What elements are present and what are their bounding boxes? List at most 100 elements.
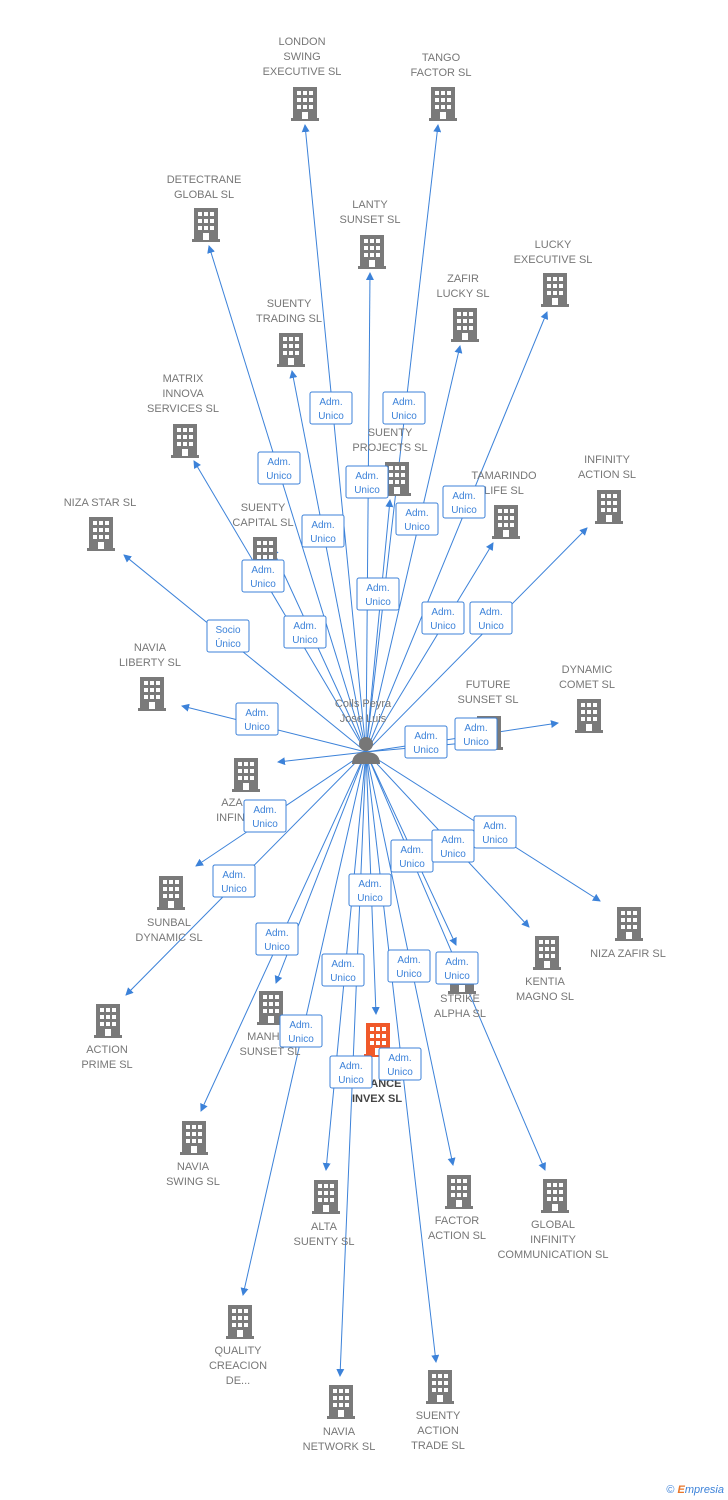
company-name-line: ACTION [86, 1044, 128, 1056]
relation-label-finance_invex[interactable]: Adm.Unico [348, 873, 392, 907]
company-node-quality[interactable]: QUALITYCREACIONDE... [209, 1305, 267, 1387]
relation-label-suenty_capital[interactable]: Adm.Unico [241, 559, 285, 593]
relation-label-text: Unico [357, 893, 383, 904]
relation-label-zafir[interactable]: Adm. Unico [395, 502, 439, 536]
relation-label-global_infinity[interactable]: Adm.Unico [390, 839, 434, 873]
center-person[interactable]: Colls Peyra Jose Luis [335, 698, 392, 764]
relation-label-alta_suenty[interactable]: Adm. Unico [321, 953, 365, 987]
company-name-line: QUALITY [214, 1345, 262, 1357]
company-name-line: EXECUTIVE SL [263, 66, 342, 78]
relation-label-text: Adm. [414, 731, 437, 742]
edge-infinity_action [365, 527, 588, 753]
relation-label-text: Unico [365, 597, 391, 608]
company-name-line: SUENTY [368, 427, 413, 439]
relation-label-text: Único [215, 637, 241, 650]
footer-brand: © Empresia [666, 1484, 724, 1496]
relation-labels-layer: Adm.UnicoAdm.UnicoAdm.UnicoAdm.UnicoAdm.… [206, 391, 517, 1089]
company-name-line: NIZA ZAFIR SL [590, 948, 666, 960]
relation-label-navia_network[interactable]: Adm.Unico [329, 1055, 373, 1089]
relation-label-box [212, 864, 256, 898]
relation-label-lucky[interactable]: Adm.Unico [442, 485, 486, 519]
relation-label-box [395, 502, 439, 536]
company-node-niza_star[interactable]: NIZA STAR SL [64, 497, 137, 551]
relation-label-dynamic_comet[interactable]: Adm.Unico [404, 725, 448, 759]
relation-label-factor_action[interactable]: Adm.Unico [387, 949, 431, 983]
company-node-aza[interactable]: AZA INFINI [216, 758, 260, 824]
relation-label-text: Unico [330, 973, 356, 984]
relation-label-london[interactable]: Adm.Unico [309, 391, 353, 425]
relation-label-box [442, 485, 486, 519]
company-name-line: ACTION SL [578, 469, 636, 481]
company-node-niza_zafir[interactable]: NIZA ZAFIR SL [590, 907, 666, 960]
relation-label-text: Adm. [331, 959, 354, 970]
building-icon [533, 936, 561, 970]
relation-label-matrix[interactable]: Adm.Unico [283, 615, 327, 649]
relation-label-text: Adm. [392, 397, 415, 408]
company-name-line: SUENTY SL [294, 1236, 355, 1248]
relation-label-aza[interactable]: Adm.Unico [243, 799, 287, 833]
company-name-line: INFINI [216, 812, 248, 824]
relation-label-tamarindo[interactable]: Adm.Unico [421, 601, 465, 635]
relation-label-box [301, 514, 345, 548]
company-name-line: AZA [221, 797, 243, 809]
relation-label-action_prime[interactable]: Adm.Unico [212, 864, 256, 898]
relation-label-niza_zafir[interactable]: Adm.Unico [473, 815, 517, 849]
relation-label-text: Adm. [400, 845, 423, 856]
relation-label-text: Unico [288, 1034, 314, 1045]
relation-label-suenty_action[interactable]: Adm.Unico [378, 1047, 422, 1081]
company-name-line: ACTION [417, 1425, 459, 1437]
relation-label-strike[interactable]: Adm.Unico [435, 951, 479, 985]
relation-label-detectrane[interactable]: Adm.Unico [257, 451, 301, 485]
relation-label-suenty_projects[interactable]: Adm.Unico [345, 465, 389, 499]
relation-label-text: Unico [404, 522, 430, 533]
relation-label-future_sunset[interactable]: Adm.Unico [454, 717, 498, 751]
relation-label-suenty_trading[interactable]: Adm.Unico [301, 514, 345, 548]
relation-label-text: Unico [451, 505, 477, 516]
company-name-line: GLOBAL [531, 1219, 575, 1231]
relation-label-infinity_action[interactable]: Adm.Unico [469, 601, 513, 635]
relation-label-quality[interactable]: Adm.Unico [279, 1014, 323, 1048]
relation-label-navia_liberty[interactable]: Adm.Unico [235, 702, 279, 736]
relation-label-text: Unico [250, 579, 276, 590]
relation-label-text: Adm. [483, 821, 506, 832]
relation-label-navia_swing[interactable]: Adm.Unico [255, 922, 299, 956]
company-name-line: SWING SL [166, 1176, 220, 1188]
relation-label-text: Adm. [405, 508, 428, 519]
relation-label-tango[interactable]: Adm.Unico [382, 391, 426, 425]
building-icon [192, 208, 220, 242]
relation-label-kentia[interactable]: Adm.Unico [431, 829, 475, 863]
relation-label-text: Unico [221, 884, 247, 895]
relation-label-lanty[interactable]: Adm.Unico [356, 577, 400, 611]
brand-name[interactable]: Empresia [677, 1484, 724, 1496]
relation-label-box [421, 601, 465, 635]
company-name-line: SUENTY [241, 502, 286, 514]
edge-london [301, 124, 367, 753]
